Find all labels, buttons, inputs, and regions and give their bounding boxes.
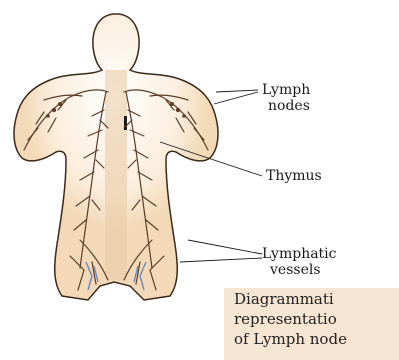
lymphatic-vessels-label-line1: Lymphatic: [262, 246, 337, 262]
caption-box: Diagrammati representatio of Lymph node: [224, 288, 399, 360]
lymph-nodes-label-line1: Lymph: [262, 82, 310, 98]
leader-lymphatic-vessels: [188, 240, 262, 254]
lymph-nodes-label-line2: nodes: [268, 98, 310, 114]
caption-line-1: Diagrammati: [234, 290, 334, 308]
leader-lymph-nodes-2: [214, 92, 258, 104]
caption-line-2: representatio: [234, 310, 337, 328]
leader-lymphatic-vessels-2: [180, 258, 262, 262]
lymphatic-vessels-label-line2: vessels: [270, 262, 321, 278]
caption-line-3: of Lymph node: [234, 330, 347, 348]
leader-lymph-nodes: [216, 90, 258, 92]
thymus-label: Thymus: [266, 168, 322, 184]
